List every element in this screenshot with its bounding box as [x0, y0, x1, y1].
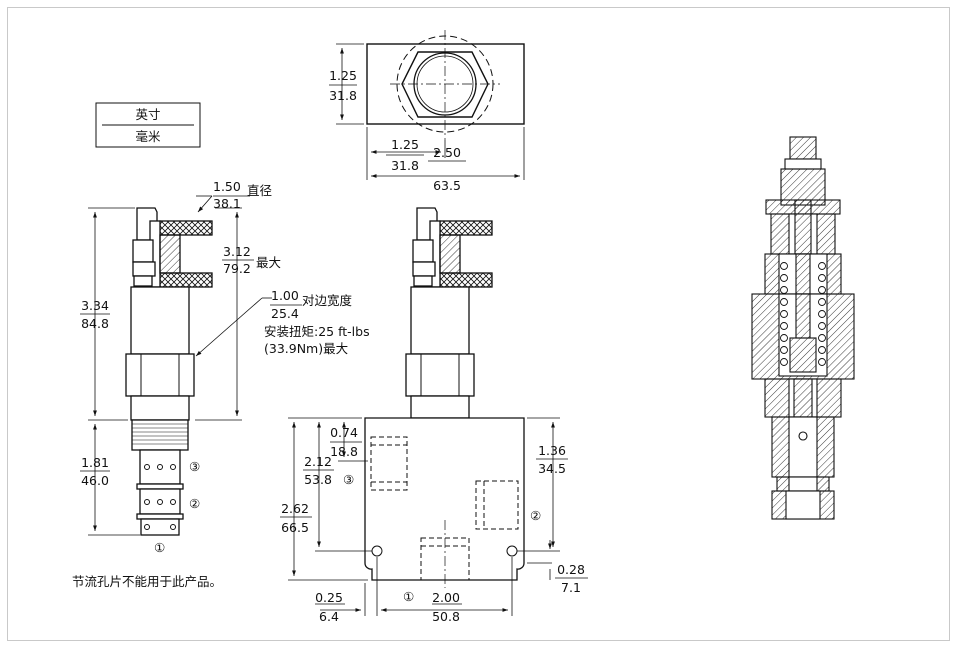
front-view	[364, 207, 525, 588]
top-height-mm: 31.8	[329, 88, 357, 103]
top-center-in: 1.25	[391, 137, 419, 152]
side-view-dimensions	[80, 195, 302, 536]
side-max-in: 3.12	[223, 244, 251, 259]
side-max-label: 最大	[256, 255, 281, 270]
units-legend: 英寸 毫米	[95, 102, 201, 148]
side-overall-in: 3.34	[81, 298, 109, 313]
side-view	[125, 207, 213, 536]
side-torque-line1: 安装扭矩:25 ft-lbs	[264, 324, 370, 339]
front-port3-depth-in: 0.74	[330, 425, 358, 440]
front-left-edge-mm: 6.4	[319, 609, 339, 624]
front-port2-height-mm: 34.5	[538, 461, 566, 476]
footnote: 节流孔片不能用于此产品。	[72, 574, 222, 589]
front-mount-spacing-mm: 50.8	[432, 609, 460, 624]
front-view-dimensions	[280, 417, 588, 616]
front-port2-height-in: 1.36	[538, 443, 566, 458]
side-hex-mm: 25.4	[271, 306, 299, 321]
top-view	[329, 30, 525, 180]
top-width-in: 2.50	[433, 145, 461, 160]
side-max-mm: 79.2	[223, 261, 251, 276]
front-mount-spacing-in: 2.00	[432, 590, 460, 605]
side-hex-in: 1.00	[271, 288, 299, 303]
side-diameter-mm: 38.1	[213, 196, 241, 211]
front-port3-height-mm: 53.8	[304, 472, 332, 487]
front-block-height-in: 2.62	[281, 501, 309, 516]
front-port-2: ②	[530, 508, 541, 523]
side-port-3: ③	[189, 459, 200, 474]
side-diameter-label: 直径	[247, 183, 272, 198]
units-inch-label: 英寸	[135, 107, 160, 122]
units-mm-label: 毫米	[135, 129, 161, 144]
side-port-2: ②	[189, 496, 200, 511]
front-left-edge-in: 0.25	[315, 590, 343, 605]
side-torque-line2: (33.9Nm)最大	[264, 341, 348, 356]
side-cartridge-in: 1.81	[81, 455, 109, 470]
top-center-mm: 31.8	[391, 158, 419, 173]
side-diameter-in: 1.50	[213, 179, 241, 194]
front-block-height-mm: 66.5	[281, 520, 309, 535]
top-height-in: 1.25	[329, 68, 357, 83]
front-port-1: ①	[403, 589, 414, 604]
side-cartridge-mm: 46.0	[81, 473, 109, 488]
side-overall-mm: 84.8	[81, 316, 109, 331]
front-port-3: ③	[343, 472, 354, 487]
side-port-1: ①	[154, 540, 165, 555]
front-mount-offset-mm: 7.1	[561, 580, 581, 595]
front-mount-offset-in: 0.28	[557, 562, 585, 577]
cross-section-view	[751, 136, 855, 520]
front-port3-depth-mm: 18.8	[330, 444, 358, 459]
side-hex-label: 对边宽度	[302, 293, 353, 308]
top-width-mm: 63.5	[433, 178, 461, 193]
front-port3-height-in: 2.12	[304, 454, 332, 469]
